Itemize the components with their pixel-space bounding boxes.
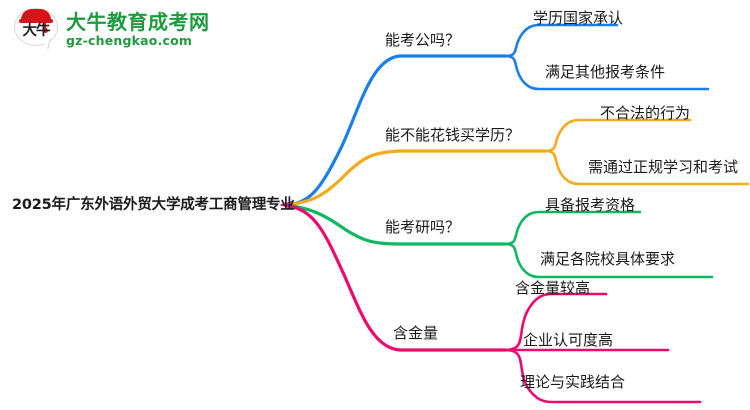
branch-connector-3 bbox=[284, 203, 702, 404]
branch-label-1[interactable]: 能不能花钱买学历？ bbox=[385, 126, 521, 144]
graduation-tassel-icon bbox=[42, 20, 48, 33]
branch-connector-2 bbox=[284, 203, 714, 279]
logo-mark-text: 大牛 bbox=[22, 23, 51, 39]
leaf-label-2-1[interactable]: 满足各院校具体要求 bbox=[540, 250, 676, 268]
logo-text-block: 大牛教育成考网 gz-chengkao.com bbox=[66, 9, 210, 48]
leaf-label-3-0[interactable]: 含金量较高 bbox=[515, 279, 591, 297]
branch-label-0[interactable]: 能考公吗？ bbox=[385, 31, 461, 49]
leaf-label-3-2[interactable]: 理论与实践结合 bbox=[520, 373, 626, 391]
logo-title: 大牛教育成考网 bbox=[66, 9, 210, 34]
leaf-label-0-0[interactable]: 学历国家承认 bbox=[533, 9, 624, 27]
site-logo[interactable]: 大牛 大牛教育成考网 gz-chengkao.com bbox=[14, 6, 210, 50]
root-node-label[interactable]: 2025年广东外语外贸大学成考工商管理专业 bbox=[12, 197, 295, 213]
branch-label-3[interactable]: 含金量 bbox=[393, 324, 439, 342]
graduation-cap-icon bbox=[21, 9, 51, 22]
logo-domain: gz-chengkao.com bbox=[66, 32, 193, 48]
leaf-label-0-1[interactable]: 满足其他报考条件 bbox=[545, 63, 666, 81]
leaf-label-1-0[interactable]: 不合法的行为 bbox=[600, 104, 691, 122]
graduation-cap-band-icon bbox=[19, 19, 53, 23]
speech-bubble-icon bbox=[14, 8, 58, 46]
speech-bubble-tail-icon bbox=[41, 38, 50, 49]
leaf-label-1-1[interactable]: 需通过正规学习和考试 bbox=[588, 158, 739, 176]
branch-connector-0 bbox=[284, 23, 710, 207]
logo-mark-icon: 大牛 bbox=[14, 6, 59, 50]
branch-label-2[interactable]: 能考研吗？ bbox=[385, 218, 461, 236]
leaf-label-2-0[interactable]: 具备报考资格 bbox=[545, 196, 636, 214]
leaf-label-3-1[interactable]: 企业认可度高 bbox=[523, 331, 614, 349]
branch-connector-1 bbox=[284, 118, 750, 207]
